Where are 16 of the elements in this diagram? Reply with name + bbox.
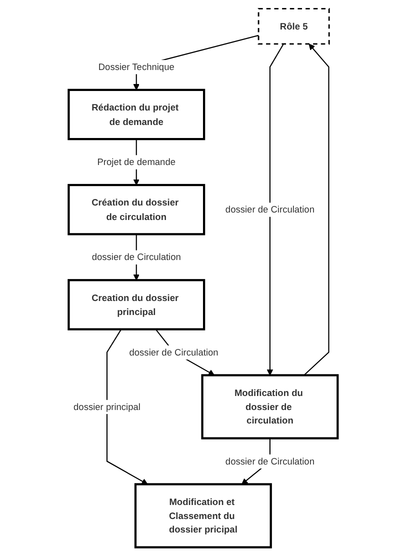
edge-label: dossier principal: [73, 401, 140, 412]
edge-label: dossier de Circulation: [225, 456, 314, 466]
node-box: Création du dossier de circulation: [67, 184, 205, 236]
node-box: Rôle 5: [258, 8, 330, 45]
edge-label: dossier de Circulation: [129, 346, 218, 358]
node-box: Modification et Classement du dossier pricipal: [134, 483, 272, 548]
edge-label: dossier de Circulation: [225, 204, 314, 215]
arrow: [106, 329, 148, 485]
node-box: Modification du dossier de circulation: [201, 374, 339, 440]
edge-label: Dossier Technique: [98, 61, 174, 72]
edge-label: Projet de demande: [97, 156, 176, 168]
node-box: Creation du dossier principal: [67, 279, 205, 330]
arrow: [266, 44, 284, 376]
node-box: Rédaction du projet de demande: [67, 88, 205, 140]
edge-label: dossier de Circulation: [92, 252, 181, 262]
arrow: [303, 44, 330, 376]
